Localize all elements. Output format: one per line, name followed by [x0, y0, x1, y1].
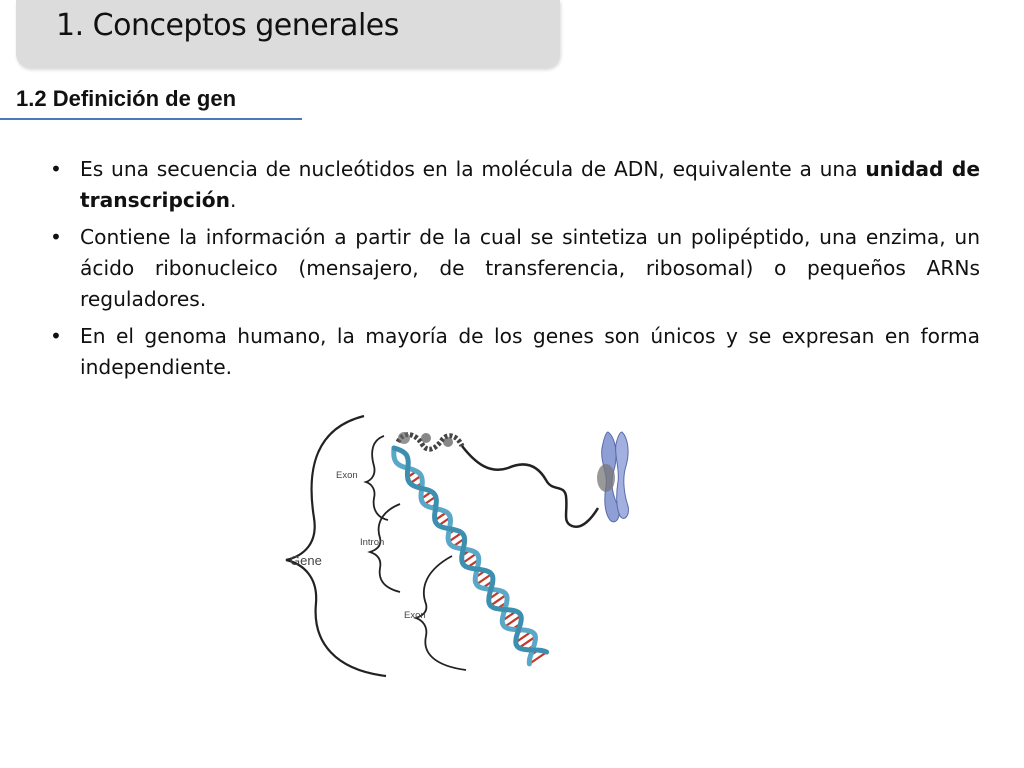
helix-strand-a — [391, 445, 538, 667]
chromosome-icon — [597, 431, 629, 523]
base-pair-rung — [515, 630, 533, 644]
bullet-list: • Es una secuencia de nucleótidos en la … — [46, 154, 980, 389]
bullet-1-bold-term: unidad de transcripción — [80, 157, 981, 212]
bullet-1-text-start: Es una secuencia de nucleótidos en la mo… — [80, 157, 866, 181]
gene-diagram-svg: Exon Intron Gene Exon — [285, 414, 629, 678]
gene-label: Gene — [290, 553, 322, 568]
slide-title: 1. Conceptos generales — [56, 8, 399, 43]
bullet-marker: • — [50, 324, 62, 348]
gene-dna-illustration: Exon Intron Gene Exon — [276, 408, 652, 680]
exon-bottom-bracket — [413, 555, 467, 671]
base-pair-rung — [518, 635, 537, 649]
base-pair-rung — [528, 651, 548, 665]
helix-strand-b — [391, 445, 550, 655]
bullet-3-text: En el genoma humano, la mayoría de los g… — [80, 324, 980, 379]
chromatin-thread — [461, 445, 600, 529]
base-pair-rung — [504, 614, 522, 628]
intron-bracket — [367, 503, 401, 593]
bullet-item-2: • Contiene la información a partir de la… — [46, 222, 980, 315]
base-pair-rung — [461, 552, 478, 565]
bullet-marker: • — [50, 157, 62, 181]
subtitle-underline — [0, 118, 302, 120]
bullet-1-text-end: . — [230, 188, 237, 212]
gene-brace — [285, 414, 387, 678]
section-subtitle: 1.2 Definición de gen — [16, 86, 237, 111]
bullet-item-1: • Es una secuencia de nucleótidos en la … — [46, 154, 980, 216]
base-pair-rung — [475, 573, 493, 586]
bullet-item-3: • En el genoma humano, la mayoría de los… — [46, 321, 980, 383]
exon-bottom-label: Exon — [404, 610, 426, 621]
chromatin-coil — [395, 432, 465, 452]
title-banner: 1. Conceptos generales — [16, 0, 560, 68]
dna-helix — [391, 445, 550, 667]
exon-top-bracket — [363, 435, 389, 521]
intron-label: Intron — [360, 537, 384, 548]
bullet-2-text: Contiene la información a partir de la c… — [80, 225, 980, 311]
base-pair-rung — [489, 593, 507, 607]
exon-top-label: Exon — [336, 470, 358, 481]
bullet-marker: • — [50, 225, 62, 249]
